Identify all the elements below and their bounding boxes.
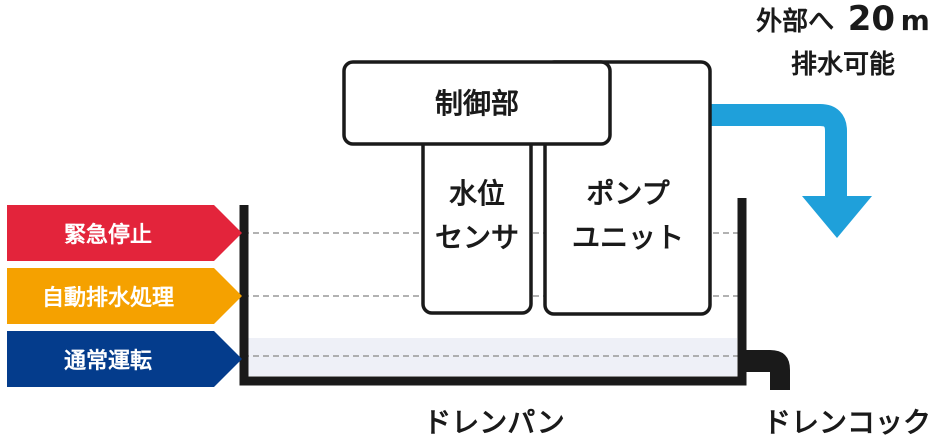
discharge-arrow-head	[802, 196, 872, 238]
control-unit-box	[342, 60, 612, 146]
discharge-note-unit: m	[901, 4, 930, 37]
pump-unit-label-line2: ユニット	[572, 221, 684, 254]
water-sensor-label-line2: センサ	[435, 221, 519, 254]
drain-pan	[239, 198, 747, 386]
discharge-note-line2: 排水可能	[791, 49, 895, 80]
discharge-pipe	[706, 104, 847, 200]
emergency-stop-tag	[7, 205, 242, 261]
drain-pan-label: ドレンパン	[423, 406, 564, 439]
discharge-note-prefix: 外部へ	[756, 7, 834, 37]
auto-drain-label: 自動排水処理	[42, 285, 174, 311]
water-sensor-label-line1: 水位	[449, 177, 505, 210]
discharge-note-line1: 外部へ 20 m	[756, 0, 930, 39]
normal-operation-label: 通常運転	[64, 348, 152, 374]
water-fill	[248, 338, 737, 376]
normal-operation-tag	[7, 331, 242, 387]
drain-cock	[742, 350, 790, 390]
drain-cock-label: ドレンコック	[763, 406, 931, 439]
control-unit-label: 制御部	[435, 87, 519, 120]
emergency-stop-label: 緊急停止	[64, 222, 152, 248]
pump-unit-label-line1: ポンプ	[586, 177, 670, 210]
auto-drain-tag	[7, 268, 242, 324]
discharge-note-distance: 20	[848, 0, 895, 39]
